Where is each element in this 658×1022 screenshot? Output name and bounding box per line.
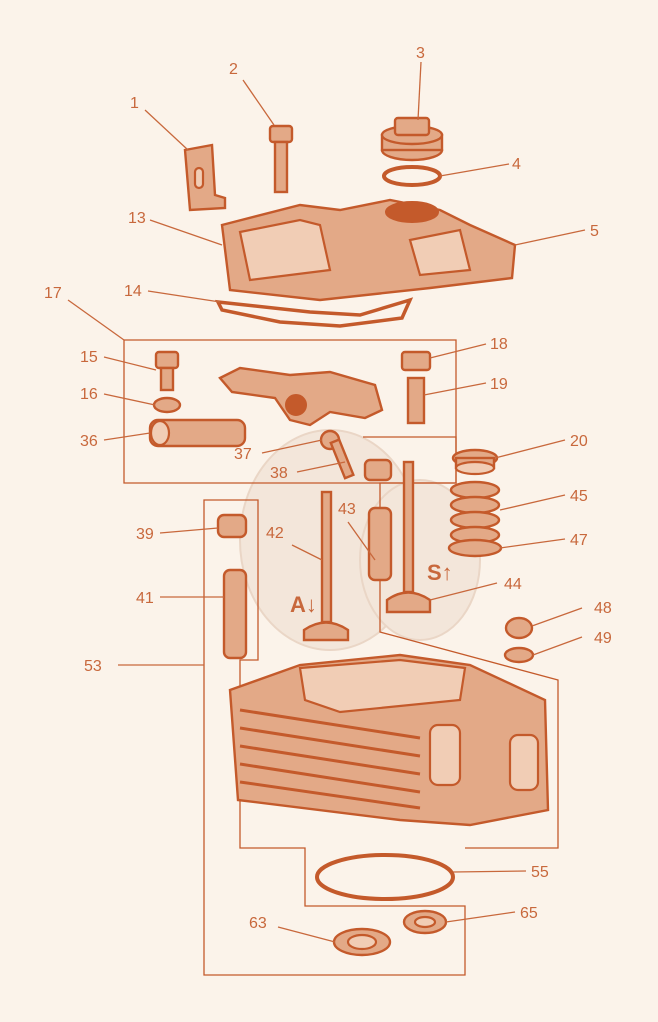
part-13-rocker-cover [220,198,517,302]
label-43: 43 [338,501,356,518]
part-48-collet [504,616,534,640]
label-41: 41 [136,590,154,607]
part-18-nut [400,350,432,372]
arrow-labels: A↓ S↑ [290,560,453,617]
part-20-spring-retainer [451,448,499,476]
part-41-valve-guide [222,568,248,660]
part-36-rocker-shaft [148,418,247,448]
label-5: 5 [590,223,599,240]
part-3-oil-cap [380,116,444,162]
part-4-ring [382,165,442,187]
part-2-bolt [268,124,294,194]
label-63: 63 [249,915,267,932]
label-14: 14 [124,283,142,300]
label-13: 13 [128,210,146,227]
label-3: 3 [416,45,425,62]
label-16: 16 [80,386,98,403]
label-48: 48 [594,600,612,617]
label-45: 45 [570,488,588,505]
label-53: 53 [84,658,102,675]
label-38: 38 [270,465,288,482]
part-44-exhaust-valve [385,460,432,614]
part-16-washer [152,396,182,414]
intake-arrow-label: A↓ [290,592,317,617]
label-42: 42 [266,525,284,542]
part-45-valve-spring [447,480,503,558]
label-49: 49 [594,630,612,647]
label-15: 15 [80,349,98,366]
label-44: 44 [504,576,522,593]
label-1: 1 [130,95,139,112]
leader-lines [67,61,586,943]
part-19-stud [406,376,426,425]
part-14-gasket [215,297,414,328]
part-53-cylinder-head [228,653,550,827]
label-4: 4 [512,156,521,173]
part-39-seal [216,513,248,539]
part-55-oring [315,853,455,901]
part-1-bracket [183,143,227,212]
label-37: 37 [234,446,252,463]
part-stem-seal [363,458,393,482]
label-18: 18 [490,336,508,353]
part-42-intake-valve [302,490,350,642]
label-39: 39 [136,526,154,543]
label-55: 55 [531,864,549,881]
exhaust-arrow-label: S↑ [427,560,453,585]
part-63-seal [332,927,392,957]
part-49-washer [503,646,535,664]
label-47: 47 [570,532,588,549]
label-17: 17 [44,285,62,302]
label-20: 20 [570,433,588,450]
label-36: 36 [80,433,98,450]
part-labels: 1 2 3 4 5 13 14 17 15 16 36 18 19 20 37 … [44,45,612,932]
part-43-valve-guide [367,506,393,582]
part-rocker-arm [218,366,384,427]
group-box-53 [203,499,466,976]
label-19: 19 [490,376,508,393]
label-65: 65 [520,905,538,922]
part-65-seal [402,909,448,935]
label-2: 2 [229,61,238,78]
part-15-screw [154,350,180,392]
